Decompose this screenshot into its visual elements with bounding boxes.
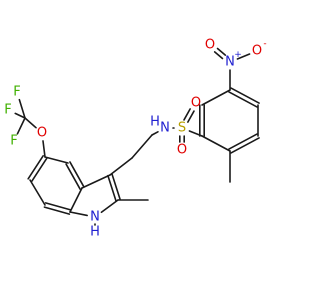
bond-N_no-O_n2-line1 — [213, 51, 224, 60]
atom-h-in: H — [90, 225, 100, 240]
atom-n-sa: N — [160, 121, 170, 136]
atom-n-in: N — [90, 210, 100, 225]
bond-i4-i5 — [44, 156, 69, 164]
bond-i6-i7 — [29, 179, 46, 206]
bond-r3-r4-line2 — [228, 133, 258, 150]
bond-N_no-O_n1 — [236, 53, 251, 60]
bonds — [14, 47, 260, 226]
bond-r5-S — [188, 130, 203, 137]
bond-i7a-i3a — [69, 187, 83, 213]
bond-cf-F1 — [18, 98, 26, 119]
atom-f3: F — [10, 134, 17, 149]
atom-f2: F — [4, 103, 11, 118]
bond-N_in-i7a — [69, 211, 88, 217]
bond-i5-O_oc — [42, 140, 46, 158]
bond-i3a-i4-line2 — [69, 161, 85, 188]
bond-i3a-i4-line1 — [65, 163, 81, 190]
bond-r3-r4-line1 — [230, 137, 260, 154]
bond-i7-i7a-line1 — [44, 202, 72, 211]
bond-i3-i2-line2 — [107, 174, 117, 202]
charge-o-n1: - — [263, 39, 266, 49]
bond-i3a-i3 — [81, 174, 111, 189]
atom-f1: F — [13, 85, 20, 100]
atom-o-n2: O — [205, 38, 215, 53]
bond-r4-r5 — [201, 135, 231, 152]
bond-S-O_s1-line1 — [183, 108, 191, 121]
bond-i2-N_in — [100, 199, 119, 214]
atom-o-s1: O — [191, 96, 201, 111]
atom-o-n1: O — [252, 44, 262, 59]
bond-cf-F3 — [16, 117, 26, 135]
bond-i7-i7a-line2 — [43, 206, 71, 215]
bond-S-O_s1-line2 — [187, 110, 195, 123]
bond-r1-r2-line1 — [230, 87, 260, 104]
atom-h-sa: H — [150, 115, 160, 130]
bond-N_no-O_n2-line2 — [216, 47, 227, 56]
bond-r6-r1 — [201, 89, 231, 106]
bond-c1-c2 — [131, 134, 153, 159]
bond-N_sa-c1 — [151, 130, 159, 136]
bond-i5-i6-line2 — [27, 154, 44, 180]
bond-O_oc-cf — [24, 117, 37, 129]
bond-c2-i3 — [109, 157, 133, 176]
atom-o-oc: O — [37, 126, 47, 141]
atom-o-s2: O — [177, 143, 187, 158]
bond-cf-F2 — [14, 112, 26, 119]
bond-i5-i6-line1 — [31, 157, 48, 183]
bond-r1-r2-line2 — [228, 91, 258, 108]
atom-n-no: N — [225, 55, 235, 70]
atom-s: S — [178, 121, 186, 136]
bond-i3-i2-line1 — [111, 173, 121, 201]
charge-n-no: + — [234, 50, 242, 60]
